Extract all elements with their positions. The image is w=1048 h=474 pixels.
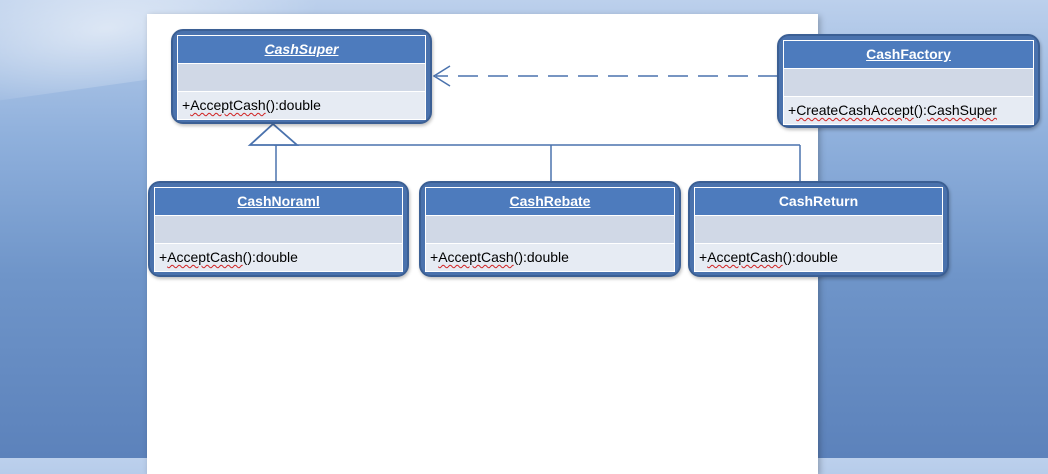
class-name: CashReturn: [694, 187, 943, 215]
class-name: CashRebate: [425, 187, 675, 215]
class-cash-rebate[interactable]: CashRebate +AcceptCash():double: [419, 181, 681, 277]
class-cash-super[interactable]: CashSuper +AcceptCash():double: [171, 29, 432, 124]
op-name: CreateCashAccept: [796, 102, 914, 118]
operation: +AcceptCash():double: [694, 243, 943, 272]
generalization-arrowhead: [247, 122, 300, 146]
attributes-section: [154, 215, 403, 243]
op-visibility: +: [182, 97, 191, 113]
op-signature: ():: [913, 102, 927, 118]
operation: +AcceptCash():double: [177, 91, 426, 120]
op-name: AcceptCash: [167, 249, 243, 265]
class-cash-return[interactable]: CashReturn +AcceptCash():double: [688, 181, 949, 277]
op-name: AcceptCash: [190, 97, 266, 113]
op-signature: ():double: [265, 97, 321, 113]
class-cash-factory[interactable]: CashFactory +CreateCashAccept():CashSupe…: [777, 34, 1040, 128]
operation: +CreateCashAccept():CashSuper: [783, 96, 1034, 125]
attributes-section: [425, 215, 675, 243]
op-signature: ():double: [782, 249, 838, 265]
op-visibility: +: [788, 102, 797, 118]
class-name: CashFactory: [783, 40, 1034, 68]
class-name: CashNoraml: [154, 187, 403, 215]
operation: +AcceptCash():double: [154, 243, 403, 272]
attributes-section: [694, 215, 943, 243]
op-visibility: +: [430, 249, 439, 265]
op-return-type: CashSuper: [926, 102, 997, 118]
operation: +AcceptCash():double: [425, 243, 675, 272]
connector-layer: [247, 65, 801, 183]
attributes-section: [783, 68, 1034, 96]
dependency-arrowhead: [432, 65, 451, 87]
op-name: AcceptCash: [438, 249, 514, 265]
op-signature: ():double: [513, 249, 569, 265]
class-cash-noraml[interactable]: CashNoraml +AcceptCash():double: [148, 181, 409, 277]
op-visibility: +: [699, 249, 708, 265]
class-name: CashSuper: [177, 35, 426, 63]
attributes-section: [177, 63, 426, 91]
op-signature: ():double: [242, 249, 298, 265]
op-name: AcceptCash: [707, 249, 783, 265]
op-visibility: +: [159, 249, 168, 265]
